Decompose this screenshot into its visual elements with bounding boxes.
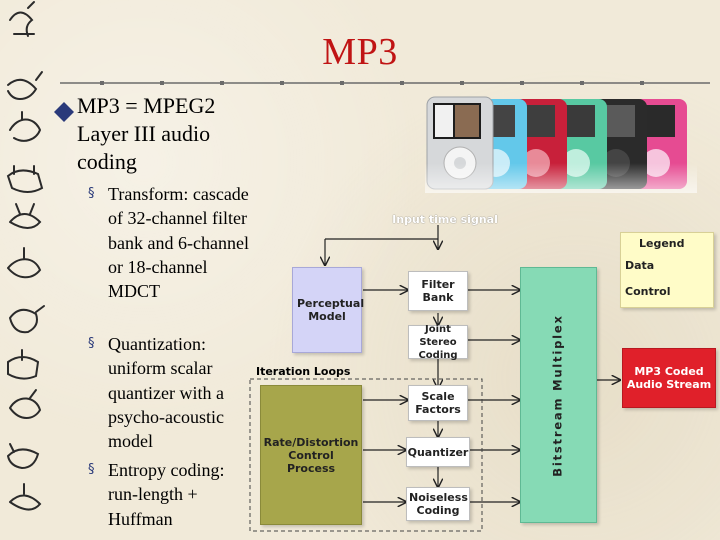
- diamond-bullet-icon: [54, 102, 74, 122]
- sub-bullet: § Transform: cascade of 32-channel filte…: [88, 182, 258, 332]
- diagram-connectors: [249, 225, 690, 532]
- scale-factors-label: Scale Factors: [415, 390, 461, 416]
- quantizer-box: Quantizer: [406, 437, 470, 467]
- perceptual-model-box: Perceptual Model: [292, 267, 365, 353]
- ipod-nano-image: [425, 96, 697, 193]
- sub-bullet-text: Entropy coding: run-length + Huffman: [108, 460, 225, 529]
- mp3-output-label: MP3 Coded Audio Stream: [626, 365, 712, 391]
- sub-bullet: § Entropy coding: run-length + Huffman: [88, 458, 258, 533]
- section-mark-icon: §: [88, 336, 95, 351]
- joint-stereo-label: Joint Stereo Coding: [418, 323, 458, 361]
- perceptual-model-label: Perceptual Model: [297, 297, 365, 323]
- bitstream-multiplex-box: Bitstream Multiplex: [520, 267, 597, 523]
- sub-bullet-text: Transform: cascade of 32-channel filter …: [108, 184, 249, 302]
- bitstream-multiplex-label: Bitstream Multiplex: [551, 313, 565, 477]
- rate-distortion-box: Rate/Distortion Control Process: [260, 385, 362, 525]
- decorative-border: [0, 0, 56, 540]
- joint-stereo-box: Joint Stereo Coding: [408, 323, 468, 361]
- sub-bullet-text: Quantization: uniform scalar quantizer w…: [108, 334, 224, 452]
- sub-bullet: § Quantization: uniform scalar quantizer…: [88, 332, 258, 457]
- mp3-encoder-diagram: Input time signal Perceptual Model Itera…: [240, 205, 720, 540]
- quantizer-label: Quantizer: [407, 445, 469, 459]
- legend-control: Control: [625, 285, 671, 298]
- scale-factors-box: Scale Factors: [408, 385, 468, 421]
- input-label: Input time signal: [392, 213, 498, 226]
- filter-bank-box: Filter Bank: [408, 271, 468, 311]
- mp3-output-box: MP3 Coded Audio Stream: [622, 348, 716, 408]
- section-mark-icon: §: [88, 462, 95, 477]
- rate-distortion-label: Rate/Distortion Control Process: [263, 435, 359, 475]
- noiseless-coding-label: Noiseless Coding: [409, 491, 468, 517]
- legend-title: Legend: [639, 237, 685, 250]
- iteration-loops-label: Iteration Loops: [256, 365, 351, 378]
- slide-title: MP3: [322, 31, 398, 73]
- title-divider: [60, 81, 710, 85]
- legend-box: Legend Data Control: [620, 232, 714, 308]
- filter-bank-label: Filter Bank: [421, 278, 455, 304]
- legend-data: Data: [625, 259, 655, 272]
- noiseless-coding-box: Noiseless Coding: [406, 487, 470, 521]
- section-mark-icon: §: [88, 186, 95, 201]
- main-bullet-text: MP3 = MPEG2 Layer III audio coding: [77, 93, 216, 174]
